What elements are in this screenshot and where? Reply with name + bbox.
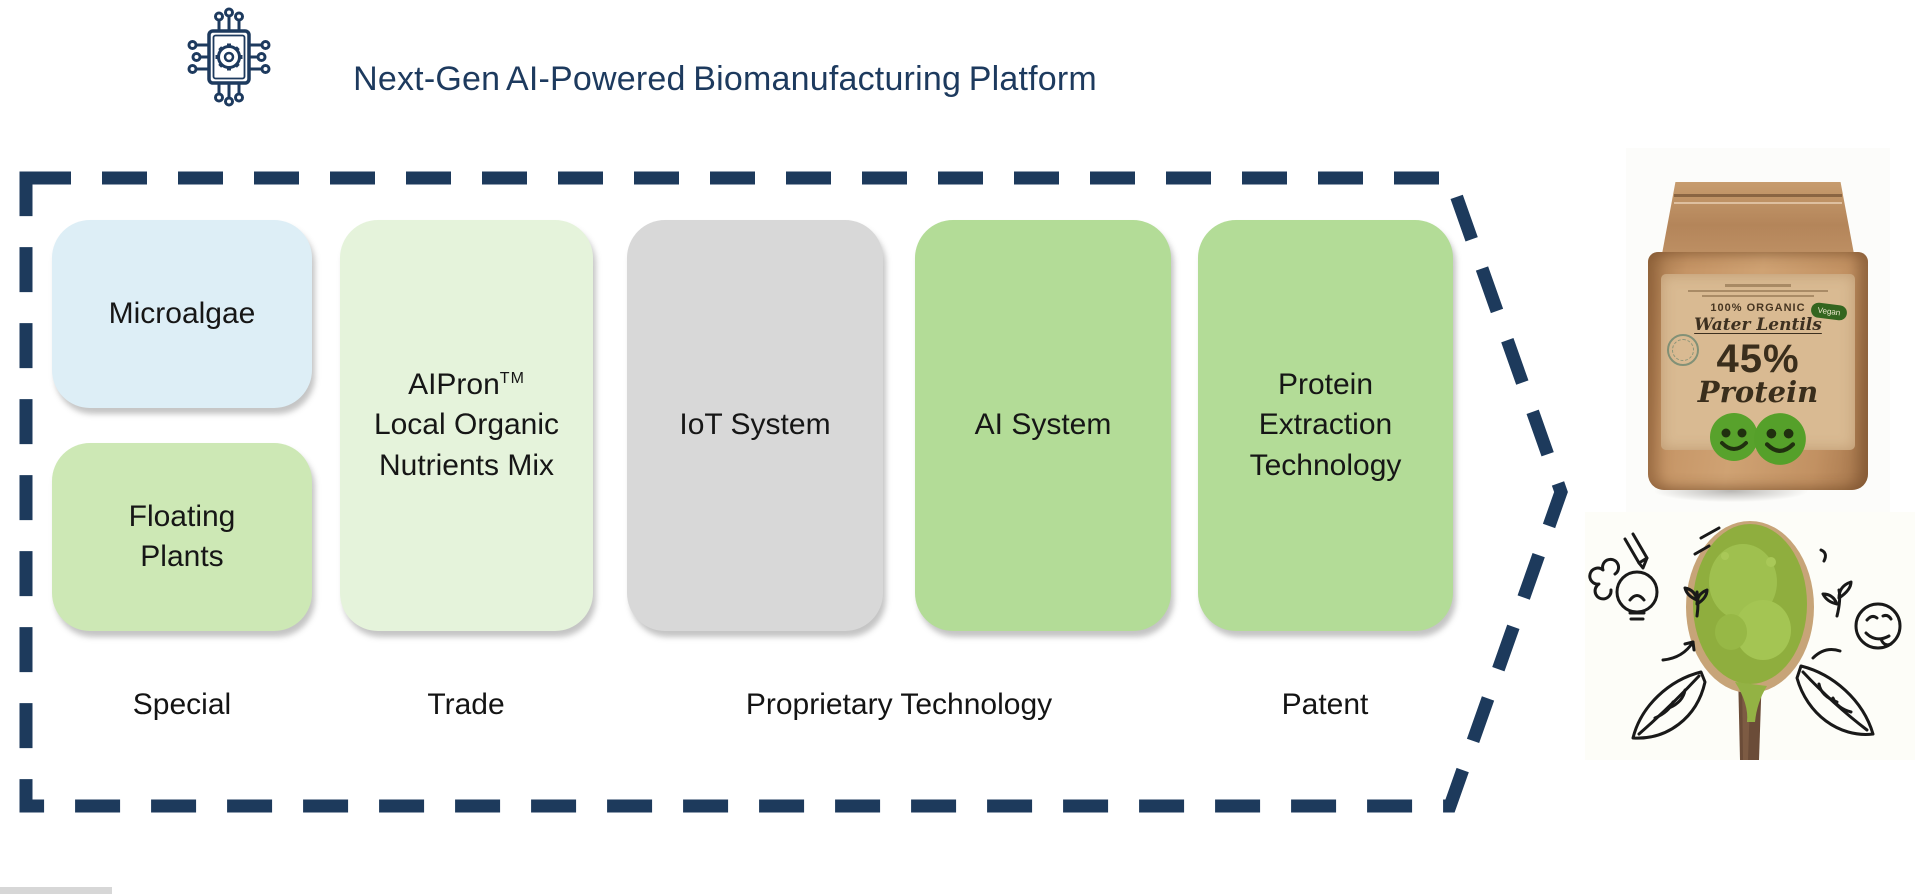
trade-name: AIPron (408, 367, 500, 401)
category-special: Special (132, 688, 232, 721)
pouch-protein-word: Protein (1697, 375, 1819, 409)
organic-stamp-icon (1667, 334, 1699, 366)
trade-line3: Nutrients Mix (378, 448, 555, 482)
box-floating-plants-label: Floating Plants (128, 499, 236, 574)
product-pouch-image: 100% ORGANIC Vegan Water Lentils 45% Pro… (1626, 148, 1890, 514)
fineprint-line (1725, 284, 1791, 287)
pouch-top-seal (1662, 182, 1854, 254)
sprig-doodle-left (1683, 586, 1709, 618)
bottom-edge-strip (0, 887, 112, 894)
box-iot-system: IoT System (627, 220, 883, 631)
cloud-doodle (1588, 557, 1620, 601)
slash-doodle (1693, 526, 1721, 556)
box-protein-extraction: Protein Extraction Technology (1198, 220, 1453, 631)
trademark-symbol: TM (499, 369, 525, 387)
box-ai-system: AI System (915, 220, 1171, 631)
comma-doodle (1819, 548, 1827, 563)
box-protein-label: Protein Extraction Technology (1249, 367, 1402, 482)
chip-gear-icon (187, 7, 271, 107)
swoosh-doodle (1811, 648, 1842, 660)
lightbulb-doodle (1615, 570, 1659, 621)
category-patent: Patent (1281, 688, 1369, 721)
sprig-doodle-right (1821, 580, 1853, 618)
sprout-doodle (1661, 640, 1696, 662)
smiley-pea-icon (1754, 413, 1806, 465)
category-trade: Trade (427, 688, 505, 721)
box-microalgae: Microalgae (52, 220, 312, 408)
pouch-protein-percent: 45% (1716, 337, 1800, 381)
smiley-peas-graphic (1661, 411, 1855, 467)
page-title: Next-Gen AI-Powered Biomanufacturing Pla… (353, 60, 1097, 98)
pencil-doodle (1623, 532, 1649, 570)
leaf-doodle-left (1631, 670, 1707, 740)
category-proprietary-technology: Proprietary Technology (745, 688, 1053, 721)
smiley-pea-icon (1710, 413, 1758, 461)
box-ai-label: AI System (974, 408, 1112, 442)
gear-icon (215, 43, 243, 71)
pouch-body: 100% ORGANIC Vegan Water Lentils 45% Pro… (1648, 252, 1868, 490)
box-trade-nutrients-mix: AIPronTM Local Organic Nutrients Mix (340, 220, 593, 631)
trade-line2: Local Organic (373, 408, 560, 442)
fineprint-line (1688, 290, 1828, 292)
spoon-powder-image (1585, 512, 1915, 760)
fineprint-line (1701, 295, 1815, 297)
pouch-organic-text: 100% ORGANIC (1710, 302, 1806, 314)
pouch-product-name: Water Lentils (1694, 315, 1822, 335)
box-iot-label: IoT System (679, 408, 831, 442)
box-trade-label: AIPronTM Local Organic Nutrients Mix (350, 365, 583, 487)
winking-smiley-doodle (1854, 602, 1902, 650)
box-microalgae-label: Microalgae (108, 296, 256, 330)
box-floating-plants: Floating Plants (52, 443, 312, 631)
pouch-label: 100% ORGANIC Vegan Water Lentils 45% Pro… (1661, 274, 1855, 465)
leaf-doodle-right (1795, 664, 1875, 736)
